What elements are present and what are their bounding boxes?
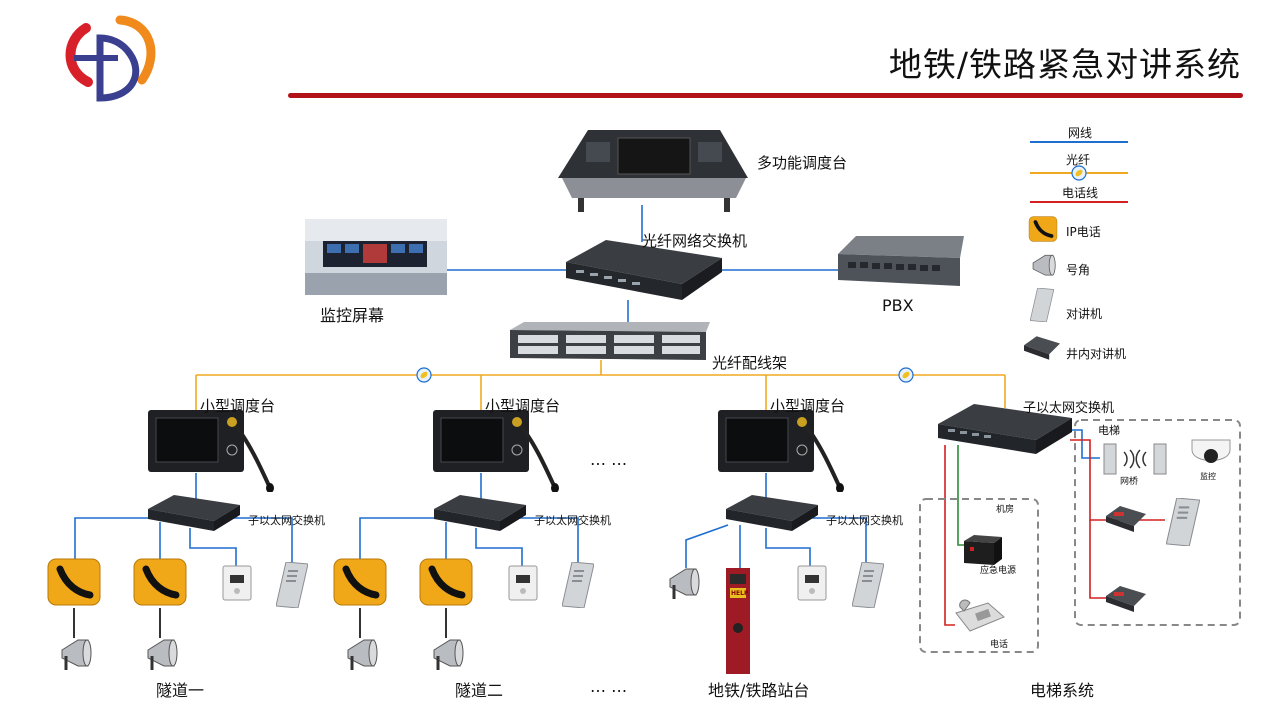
machine-room-label: 机房 bbox=[996, 505, 1015, 515]
legend-network-line bbox=[1030, 141, 1128, 143]
mini-console-label-1: 小型调度台 bbox=[200, 397, 276, 415]
legend-phone-label: 电话线 bbox=[1062, 186, 1099, 200]
desk-phone-icon bbox=[955, 599, 1005, 632]
intercom-icon bbox=[562, 562, 594, 608]
horn-icon bbox=[1032, 254, 1056, 276]
elevator-label: 电梯 bbox=[1098, 424, 1120, 437]
sub-switch-icon bbox=[434, 495, 526, 531]
mini-console-label-3: 小型调度台 bbox=[770, 397, 846, 415]
fiber-switch-label: 光纤网络交换机 bbox=[642, 232, 748, 250]
ip-phone-icon bbox=[47, 558, 101, 606]
sub-switch-label-1: 子以太网交换机 bbox=[248, 514, 325, 527]
ip-phone-icon bbox=[1028, 216, 1058, 242]
legend-horn-label: 号角 bbox=[1066, 263, 1091, 277]
horn-icon bbox=[433, 639, 464, 670]
pbx-label: PBX bbox=[882, 296, 914, 315]
well-intercom-box-icon bbox=[222, 565, 252, 601]
legend-ip-phone-label: IP电话 bbox=[1066, 225, 1101, 239]
ip-phone-icon bbox=[419, 558, 473, 606]
tunnel1-label: 隧道一 bbox=[156, 681, 205, 700]
camera-icon bbox=[1191, 439, 1231, 463]
camera-label: 监控 bbox=[1200, 472, 1216, 481]
sub-switch-label-3: 子以太网交换机 bbox=[826, 514, 903, 527]
main-console-icon bbox=[558, 130, 748, 212]
legend-intercom-label: 对讲机 bbox=[1066, 307, 1103, 321]
bridge-icon bbox=[1103, 443, 1167, 475]
well-intercom-icon bbox=[1106, 506, 1146, 532]
patch-panel-icon bbox=[510, 322, 710, 360]
horn-icon bbox=[347, 639, 378, 670]
well-intercom-icon bbox=[1024, 336, 1060, 360]
platform-label: 地铁/铁路站台 bbox=[708, 681, 810, 700]
ellipsis-top: … … bbox=[590, 450, 628, 469]
sub-switch-icon bbox=[938, 404, 1072, 454]
well-intercom-box-icon bbox=[797, 565, 827, 601]
patch-panel-label: 光纤配线架 bbox=[712, 354, 788, 372]
desk-phone-label: 电话 bbox=[990, 640, 1009, 650]
horn-icon bbox=[61, 639, 92, 670]
title-divider bbox=[288, 93, 1243, 98]
intercom-icon bbox=[276, 562, 308, 608]
legend-phone-line bbox=[1030, 201, 1128, 203]
intercom-icon bbox=[852, 562, 884, 608]
intercom-icon bbox=[1030, 288, 1054, 322]
sub-switch-label-2: 子以太网交换机 bbox=[534, 514, 611, 527]
sub-switch-icon bbox=[148, 495, 240, 531]
pbx-icon bbox=[838, 236, 964, 286]
horn-icon bbox=[147, 639, 178, 670]
well-intercom-icon bbox=[1106, 586, 1146, 612]
intercom-icon bbox=[1166, 498, 1200, 546]
help-label: HELP bbox=[731, 590, 749, 597]
help-point-icon bbox=[726, 568, 750, 674]
horn-icon bbox=[669, 568, 700, 599]
ellipsis-bottom: … … bbox=[590, 677, 628, 696]
ip-phone-icon bbox=[333, 558, 387, 606]
mini-console-icon bbox=[718, 410, 844, 492]
tunnel2-label: 隧道二 bbox=[455, 681, 504, 700]
sub-switch-icon bbox=[726, 495, 818, 531]
elevator-switch-label: 子以太网交换机 bbox=[1023, 401, 1115, 416]
mini-console-label-2: 小型调度台 bbox=[485, 397, 561, 415]
ip-phone-icon bbox=[133, 558, 187, 606]
page-title: 地铁/铁路紧急对讲系统 bbox=[888, 45, 1241, 84]
elevator-system-label: 电梯系统 bbox=[1030, 681, 1095, 700]
legend-well-intercom-label: 井内对讲机 bbox=[1066, 347, 1127, 361]
mini-console-icon bbox=[433, 410, 559, 492]
monitor-screen-label: 监控屏幕 bbox=[320, 306, 385, 325]
well-intercom-box-icon bbox=[508, 565, 538, 601]
legend-network-label: 网线 bbox=[1068, 126, 1093, 140]
ups-icon bbox=[964, 535, 1002, 565]
monitor-wall-icon bbox=[305, 219, 447, 295]
mini-console-icon bbox=[148, 410, 274, 492]
fiber-coupler-icon bbox=[1071, 165, 1087, 181]
main-console-label: 多功能调度台 bbox=[757, 154, 848, 172]
bridge-label: 网桥 bbox=[1120, 477, 1139, 487]
legend-fiber-label: 光纤 bbox=[1066, 153, 1091, 167]
ups-label: 应急电源 bbox=[980, 566, 1017, 576]
logo-icon bbox=[65, 15, 156, 102]
fiber-switch-icon bbox=[566, 240, 722, 300]
